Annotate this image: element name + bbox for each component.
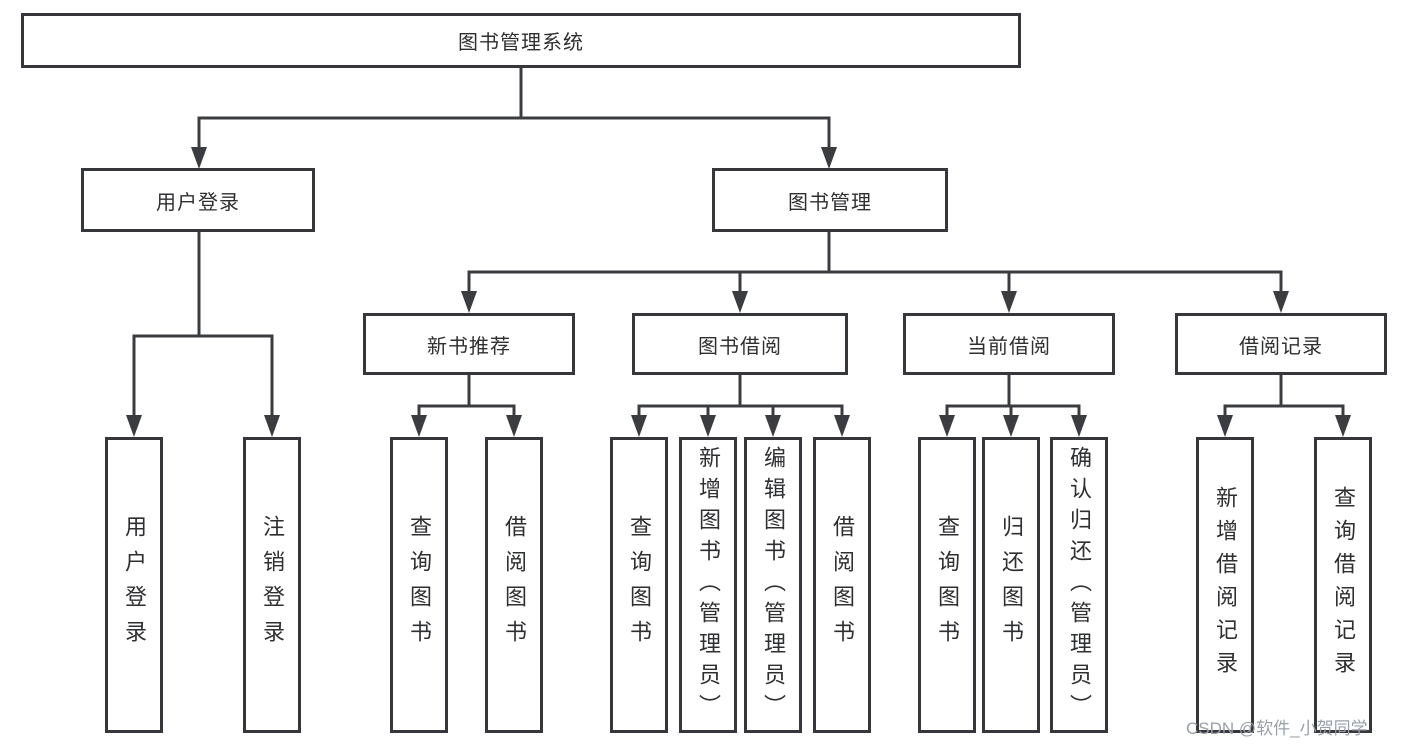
node-new-book-recommend: 新书推荐 <box>363 313 575 375</box>
node-label: 当前借阅 <box>967 335 1051 358</box>
leaf-new-books-search: 查询图书 <box>390 437 448 733</box>
leaf-label: 新增图书（管理员） <box>696 445 721 725</box>
leaf-logout: 注销登录 <box>243 437 301 733</box>
leaf-user-login: 用户登录 <box>105 437 163 733</box>
leaf-label: 查询图书 <box>407 515 432 655</box>
leaf-label: 借阅图书 <box>830 515 855 655</box>
leaf-label: 注销登录 <box>260 515 285 655</box>
leaf-label: 归还图书 <box>999 515 1024 655</box>
node-label: 图书管理 <box>788 191 872 214</box>
leaf-label: 新增借阅记录 <box>1213 486 1238 684</box>
csdn-watermark: CSDN @软件_小贺同学 <box>1186 719 1368 738</box>
leaf-current-return: 归还图书 <box>982 437 1040 733</box>
node-label: 图书借阅 <box>698 335 782 358</box>
leaf-label: 查询借阅记录 <box>1331 486 1356 684</box>
leaf-label: 查询图书 <box>627 515 652 655</box>
node-book-management: 图书管理 <box>712 168 948 232</box>
node-label: 图书管理系统 <box>458 32 584 54</box>
leaf-borrowing-search: 查询图书 <box>610 437 668 733</box>
leaf-borrowing-edit-admin: 编辑图书（管理员） <box>744 437 802 733</box>
leaf-label: 确认归还（管理员） <box>1067 445 1092 725</box>
leaf-label: 查询图书 <box>935 515 960 655</box>
node-library-system: 图书管理系统 <box>21 13 1021 68</box>
leaf-label: 借阅图书 <box>502 515 527 655</box>
node-current-borrowing: 当前借阅 <box>903 313 1115 375</box>
leaf-new-books-borrow: 借阅图书 <box>485 437 543 733</box>
leaf-label: 用户登录 <box>122 515 147 655</box>
node-label: 用户登录 <box>156 191 240 214</box>
leaf-current-search: 查询图书 <box>918 437 976 733</box>
leaf-current-confirm-admin: 确认归还（管理员） <box>1050 437 1108 733</box>
node-label: 新书推荐 <box>427 335 511 358</box>
node-book-borrowing: 图书借阅 <box>632 313 848 375</box>
leaf-borrowing-add-admin: 新增图书（管理员） <box>679 437 737 733</box>
leaf-borrowing-borrow: 借阅图书 <box>813 437 871 733</box>
node-borrowing-records: 借阅记录 <box>1175 313 1387 375</box>
leaf-records-search: 查询借阅记录 <box>1314 437 1372 733</box>
node-label: 借阅记录 <box>1239 335 1323 358</box>
leaf-label: 编辑图书（管理员） <box>761 445 786 725</box>
node-user-login: 用户登录 <box>81 168 315 232</box>
leaf-records-add: 新增借阅记录 <box>1196 437 1254 733</box>
